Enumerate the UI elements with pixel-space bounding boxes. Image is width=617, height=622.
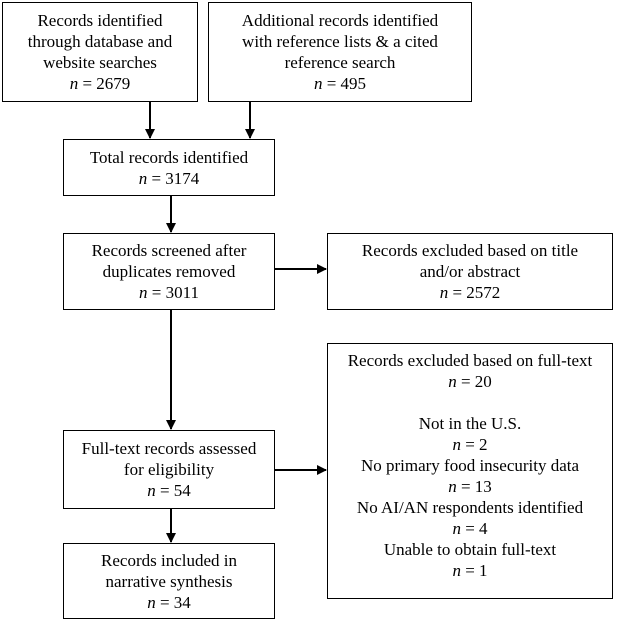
excluded-title-line-2: and/or abstract xyxy=(419,262,521,281)
spacer xyxy=(328,392,612,413)
count-value: = 1 xyxy=(465,561,488,580)
reason-label: Not in the U.S. xyxy=(418,414,522,433)
database-search-line-2: through database and xyxy=(27,32,173,51)
total-identified-line-1: Total records identified xyxy=(89,147,249,167)
box-screened: Records screened after duplicates remove… xyxy=(63,233,275,310)
reason-label: Unable to obtain full-text xyxy=(383,540,557,559)
included-line-1: Records included in xyxy=(101,550,237,570)
included-line-2: narrative synthesis xyxy=(105,571,233,591)
fulltext-assessed-line-2: for eligibility xyxy=(123,460,215,479)
box-total-identified: Total records identified n = 3174 xyxy=(63,139,275,196)
reason-count: n = 1 xyxy=(328,560,612,581)
count-value: = 2679 xyxy=(82,74,131,93)
box-excluded-title: Records excluded based on title and/or a… xyxy=(327,233,613,310)
total-identified-count: n = 3174 xyxy=(64,168,274,189)
count-value: = 2 xyxy=(465,435,488,454)
box-database-search: Records identified through database and … xyxy=(2,2,198,102)
reason-label: No AI/AN respondents identified xyxy=(356,498,584,517)
database-search-line-1: Records identified xyxy=(37,11,163,30)
n-label: n xyxy=(147,592,156,612)
n-label: n xyxy=(138,168,148,188)
n-label: n xyxy=(452,435,461,454)
reason-label: No primary food insecurity data xyxy=(360,456,580,475)
count-value: = 34 xyxy=(159,592,191,612)
reason-count: n = 2 xyxy=(328,434,612,455)
included-count: n = 34 xyxy=(64,592,274,613)
n-label: n xyxy=(452,561,461,580)
screened-count: n = 3011 xyxy=(64,282,274,303)
additional-records-count: n = 495 xyxy=(209,73,471,94)
box-excluded-fulltext: Records excluded based on full-text n = … xyxy=(327,343,613,599)
n-label: n xyxy=(448,372,457,391)
n-label: n xyxy=(439,283,449,302)
screened-line-2: duplicates removed xyxy=(102,262,236,281)
count-value: = 4 xyxy=(465,519,488,538)
additional-records-line-3: reference search xyxy=(284,53,396,72)
count-value: = 20 xyxy=(460,372,492,391)
box-included: Records included in narrative synthesis … xyxy=(63,543,275,619)
additional-records-line-2: with reference lists & a cited xyxy=(242,32,438,51)
screened-line-1: Records screened after xyxy=(91,241,247,260)
count-value: = 54 xyxy=(159,481,191,500)
additional-records-line-1: Additional records identified xyxy=(241,11,439,30)
excluded-title-count: n = 2572 xyxy=(328,282,612,303)
count-value: = 3174 xyxy=(151,168,200,188)
n-label: n xyxy=(448,477,457,496)
box-fulltext-assessed: Full-text records assessed for eligibili… xyxy=(63,430,275,509)
fulltext-assessed-count: n = 54 xyxy=(64,480,274,501)
reason-count: n = 4 xyxy=(328,518,612,539)
n-label: n xyxy=(452,519,461,538)
fulltext-assessed-line-1: Full-text records assessed xyxy=(81,439,257,458)
n-label: n xyxy=(147,481,156,500)
excluded-fulltext-header: Records excluded based on full-text xyxy=(347,351,593,370)
count-value: = 495 xyxy=(326,74,367,93)
count-value: = 2572 xyxy=(452,283,501,302)
database-search-count: n = 2679 xyxy=(3,73,197,94)
excluded-fulltext-count: n = 20 xyxy=(328,371,612,392)
n-label: n xyxy=(313,74,323,93)
box-additional-records: Additional records identified with refer… xyxy=(208,2,472,102)
database-search-line-3: website searches xyxy=(43,53,157,72)
count-value: = 13 xyxy=(460,477,492,496)
reason-count: n = 13 xyxy=(328,476,612,497)
n-label: n xyxy=(139,283,148,302)
count-value: = 3011 xyxy=(151,283,199,302)
n-label: n xyxy=(69,74,79,93)
excluded-title-line-1: Records excluded based on title xyxy=(361,241,579,260)
